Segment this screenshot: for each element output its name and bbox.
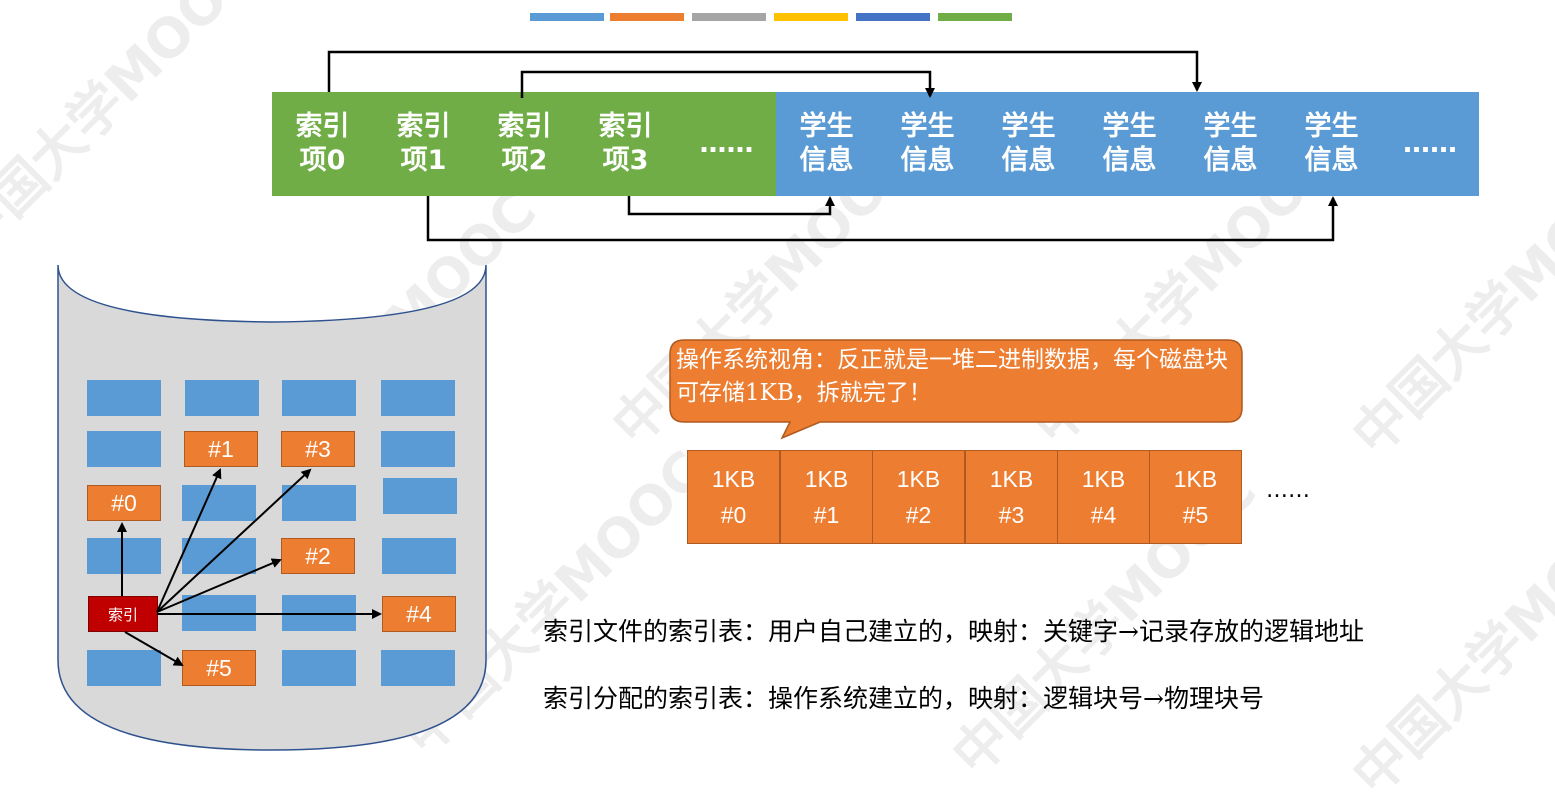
kb-block-1: 1KB #1 (780, 450, 873, 544)
kb-block-0: 1KB #0 (687, 450, 780, 544)
index-arrow-1 (156, 468, 222, 613)
disk-block-1: #1 (184, 431, 258, 467)
index-arrow-5 (124, 631, 184, 667)
disk-block-3: #3 (281, 431, 355, 467)
disk-block (282, 380, 356, 416)
color-strip (530, 13, 604, 21)
color-strip (856, 13, 930, 21)
kb-block-3: 1KB #3 (965, 450, 1058, 544)
disk-cylinder (57, 264, 487, 751)
disk-block (383, 478, 457, 514)
index-item-3: 索引 项3 (575, 92, 678, 196)
note-index-file: 索引文件的索引表：用户自己建立的，映射：关键字→记录存放的逻辑地址 (543, 617, 1364, 646)
index-item-2: 索引 项2 (474, 92, 577, 196)
disk-block (87, 380, 161, 416)
disk-block (381, 380, 455, 416)
color-strip (692, 13, 766, 21)
disk-arrows (117, 468, 382, 667)
pointer-arrow (327, 50, 1202, 92)
kb-more: …… (1266, 478, 1310, 503)
color-strip (938, 13, 1012, 21)
student-info-4: 学生 信息 (1180, 92, 1283, 196)
disk-block (282, 650, 356, 686)
color-strip (610, 13, 684, 21)
kb-block-2: 1KB #2 (872, 450, 965, 544)
disk-block-5: #5 (182, 650, 256, 686)
disk-block (87, 650, 161, 686)
disk-block (185, 380, 259, 416)
index-block: 索引 (88, 596, 158, 632)
disk-block (382, 538, 456, 574)
index-item-more: …… (676, 92, 779, 196)
pointer-arrow (627, 196, 835, 216)
disk-block (381, 431, 455, 467)
disk-block (182, 485, 256, 521)
index-item-1: 索引 项1 (373, 92, 476, 196)
diagram-lines (57, 50, 1338, 751)
speech-bubble (669, 339, 1243, 440)
disk-block (282, 485, 356, 521)
pointer-arrow (520, 70, 935, 98)
disk-block (182, 538, 256, 574)
index-arrow-2 (156, 558, 282, 613)
student-info-1: 学生 信息 (877, 92, 980, 196)
kb-block-4: 1KB #4 (1057, 450, 1150, 544)
student-info-0: 学生 信息 (776, 92, 879, 196)
disk-block (381, 650, 455, 686)
student-info-2: 学生 信息 (978, 92, 1081, 196)
color-strip (774, 13, 848, 21)
disk-block (87, 538, 161, 574)
disk-block-0: #0 (87, 485, 161, 521)
index-arrow-3 (156, 468, 312, 613)
pointer-arrow (426, 196, 1338, 242)
disk-block (87, 431, 161, 467)
bubble-text: 操作系统视角：反正就是一堆二进制数据，每个磁盘块可存储1KB，拆就完了！ (676, 347, 1228, 406)
disk-block-4: #4 (382, 596, 456, 632)
kb-block-5: 1KB #5 (1149, 450, 1242, 544)
disk-block-2: #2 (281, 538, 355, 574)
student-info-more: …… (1381, 92, 1479, 196)
note-index-alloc: 索引分配的索引表：操作系统建立的，映射：逻辑块号→物理块号 (543, 684, 1264, 713)
